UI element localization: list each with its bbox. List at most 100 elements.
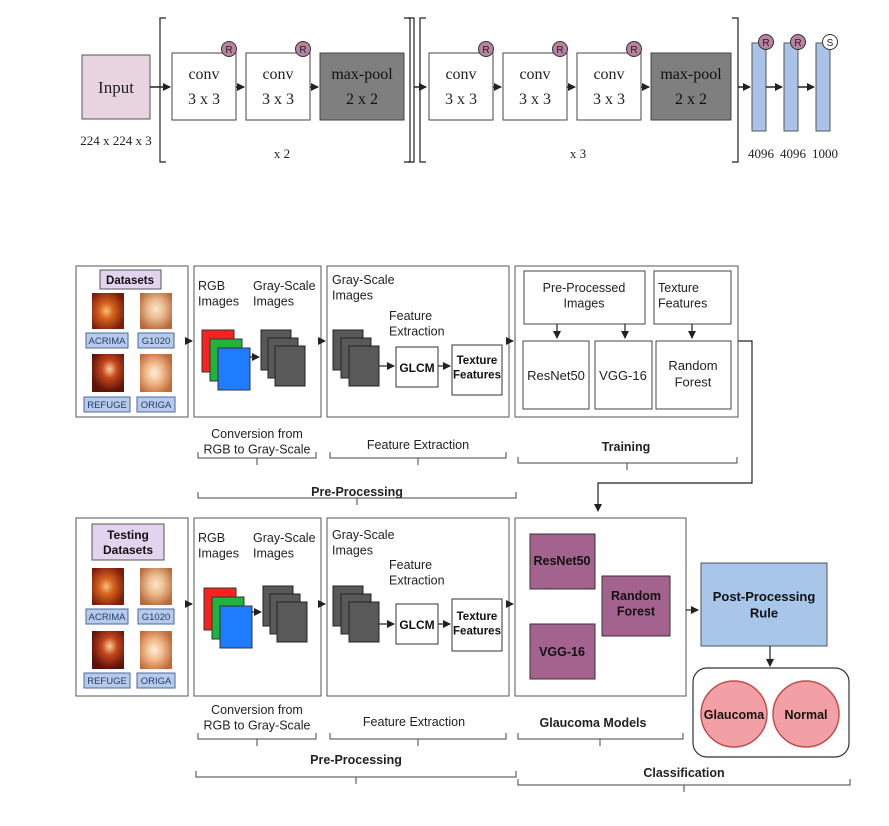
group1-right-bracket xyxy=(404,17,411,163)
fc-layer: S xyxy=(815,34,838,132)
post-processing-text: Post-Processing xyxy=(713,589,816,604)
fc-layer: R xyxy=(751,34,774,132)
fundus-image xyxy=(92,354,124,392)
dataset-tag: G1020 xyxy=(142,336,171,347)
post-processing-text-line: Rule xyxy=(750,605,778,620)
dataset-tag: G1020 xyxy=(142,612,171,623)
preprocessing-caption: Pre-Processing xyxy=(310,753,402,767)
resnet-model-label: ResNet50 xyxy=(534,554,591,568)
conv-block: conv 3 x 3 R xyxy=(171,41,237,121)
conv-kernel: 3 x 3 xyxy=(262,91,294,108)
softmax-badge xyxy=(822,34,838,50)
preprocessing-brace xyxy=(197,492,517,505)
maxpool-block: max-pool 2 x 2 xyxy=(319,52,405,121)
resnet-box xyxy=(522,340,590,410)
vgg-model-box xyxy=(529,623,596,680)
relu-badge-label: R xyxy=(482,45,489,56)
input-block: Input xyxy=(81,54,151,120)
relu-badge-label: R xyxy=(794,38,801,49)
maxpool-block: max-pool 2 x 2 xyxy=(650,52,732,121)
conv-kernel: 3 x 3 xyxy=(445,91,477,108)
rgb-images-text: RGB xyxy=(198,531,225,545)
fe-brace xyxy=(329,452,507,465)
input-size-label: 224 x 224 x 3 xyxy=(80,133,152,148)
training-caption: Training xyxy=(602,440,651,454)
glcm-box xyxy=(395,603,439,645)
grayscale-stack xyxy=(332,585,380,643)
maxpool-label: max-pool xyxy=(660,66,722,83)
fc3-size: 1000 xyxy=(812,146,838,161)
dataset-tag: REFUGE xyxy=(87,400,127,411)
relu-badge xyxy=(758,34,774,50)
fc-layer: R xyxy=(783,34,806,132)
fundus-image xyxy=(140,293,172,329)
fundus-image xyxy=(92,568,124,605)
rgb-images-text-line: Images xyxy=(198,547,239,561)
fe-gray-text-line: Images xyxy=(332,289,373,303)
classification-caption: Classification xyxy=(643,766,724,780)
glcm-label: GLCM xyxy=(399,361,434,375)
testing-datasets-title-text: Testing xyxy=(107,528,149,542)
random-forest-text: Random xyxy=(668,358,717,373)
dataset-tag: REFUGE xyxy=(87,676,127,687)
group2-right-bracket xyxy=(732,17,739,163)
testing-datasets-title-text-line: Datasets xyxy=(103,543,153,557)
preprocessing-caption: Pre-Processing xyxy=(311,485,403,499)
grayscale-stack xyxy=(262,585,308,643)
preprocessing-brace xyxy=(195,771,517,784)
conversion-brace xyxy=(197,733,317,746)
conversion-caption-text: Conversion from xyxy=(211,427,303,441)
conv-block: conv 3 x 3 R xyxy=(576,41,642,121)
texture-features-text: Texture xyxy=(457,611,498,623)
rgb-images-label: RGB Images xyxy=(198,531,239,561)
fc1-size: 4096 xyxy=(748,146,775,161)
fe-gray-text: Gray-Scale xyxy=(332,528,395,542)
relu-badge xyxy=(790,34,806,50)
texture-features-box xyxy=(451,598,503,652)
texture-features-text-line: Features xyxy=(453,625,501,637)
glaucoma-outcome xyxy=(700,680,768,748)
models-caption: Glaucoma Models xyxy=(540,716,647,730)
conv-block: conv 3 x 3 R xyxy=(502,41,568,121)
conversion-caption-text-line: RGB to Gray-Scale xyxy=(204,719,311,733)
fe-feature-text-line: Extraction xyxy=(389,325,445,339)
vgg-model-label: VGG-16 xyxy=(539,645,585,659)
relu-badge-label: R xyxy=(630,45,637,56)
dataset-tag: ACRIMA xyxy=(89,612,127,623)
dataset-tag: ORIGA xyxy=(141,400,172,411)
fe-brace xyxy=(329,733,507,746)
vgg-label: VGG-16 xyxy=(599,368,647,383)
fundus-image xyxy=(92,293,124,329)
gray-images-text: Gray-Scale xyxy=(253,531,316,545)
glcm-box xyxy=(395,346,439,388)
gray-images-text-line: Images xyxy=(253,547,294,561)
relu-badge xyxy=(626,41,642,57)
rgb-images-text-line: Images xyxy=(198,295,239,309)
relu-badge xyxy=(295,41,311,57)
preprocessed-images-text-line: Images xyxy=(564,297,605,311)
fe-gray-text-line: Images xyxy=(332,544,373,558)
relu-badge xyxy=(478,41,494,57)
resnet-label: ResNet50 xyxy=(527,368,585,383)
maxpool-label: max-pool xyxy=(331,66,393,83)
maxpool-kernel: 2 x 2 xyxy=(675,91,707,108)
gray-images-text: Gray-Scale xyxy=(253,279,316,293)
dataset-tag: ACRIMA xyxy=(89,336,127,347)
classification-brace xyxy=(517,779,851,792)
group2-repeat-label: x 3 xyxy=(570,146,586,161)
